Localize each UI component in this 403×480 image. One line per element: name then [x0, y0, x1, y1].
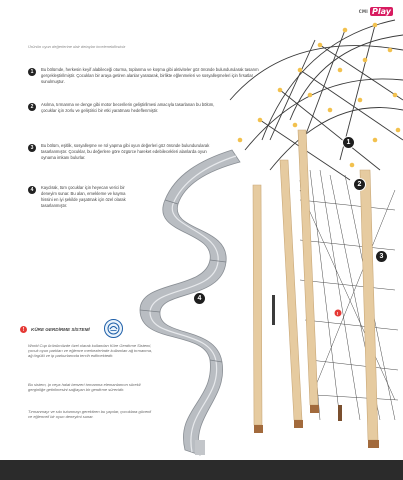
warning-heading: ! KÜRE GERDİRME SİSTEMİ [20, 326, 90, 333]
logo-text-cmi: CMI [358, 9, 369, 14]
feature-item-2: 2 Asılma, tırmanma ve denge gibi motor b… [28, 102, 228, 114]
spiral-slide [139, 149, 241, 456]
item-text: Bu bölüm, eşitlik, sosyalleşme ve rol ya… [41, 143, 210, 160]
feature-item-3: 3 Bu bölüm, eşitlik, sosyalleşme ve rol … [28, 143, 218, 161]
feature-item-4: 4 Kaydırak, tüm çocuklar için heyecan ve… [28, 185, 138, 209]
callout-badge-2: 2 [353, 178, 366, 191]
item-text: Bu bölümde, herkesin keyif alabileceği o… [41, 67, 259, 84]
feature-item-1: 1 Bu bölümde, herkesin keyif alabileceği… [28, 67, 268, 85]
tension-point-marker [334, 309, 342, 317]
intro-caption: Ürünün oyun değerlerine dair detaylar in… [28, 44, 126, 49]
seal-mark-icon [107, 322, 120, 335]
brand-logo: CMI Play [359, 7, 393, 16]
rope-dome-net [229, 19, 403, 181]
tension-marker-glyph: ! [337, 311, 339, 316]
certification-seal-icon [104, 319, 123, 338]
rope-connector-balls [237, 22, 401, 168]
callout-badge-4: 4 [193, 292, 206, 305]
item-text: Asılma, tırmanma ve denge gibi motor bec… [41, 102, 215, 113]
warning-icon: ! [20, 326, 27, 333]
climbing-net [299, 169, 399, 421]
item-number-badge: 3 [28, 144, 36, 152]
logo-text-play: Play [370, 7, 393, 16]
warning-title: KÜRE GERDİRME SİSTEMİ [31, 327, 90, 332]
wooden-posts [252, 129, 379, 448]
body-paragraph-1: World Cup ürünümüzde özel olarak kullanı… [28, 343, 153, 359]
item-number-badge: 2 [28, 103, 36, 111]
playground-illustration: ! [139, 19, 403, 456]
callout-badge-3: 3 [375, 250, 388, 263]
callout-badge-1: 1 [342, 136, 355, 149]
body-paragraph-3: Tırmanmayı ve sıkı tutunmayı gerektiren … [28, 409, 152, 420]
body-paragraph-2: Bu sistem, ip veya halat benzeri tırmanm… [28, 382, 141, 393]
item-number-badge: 1 [28, 68, 36, 76]
footer-bar [0, 460, 403, 480]
item-number-badge: 4 [28, 186, 36, 194]
item-text: Kaydırak, tüm çocuklar için heyecan veri… [41, 185, 126, 208]
